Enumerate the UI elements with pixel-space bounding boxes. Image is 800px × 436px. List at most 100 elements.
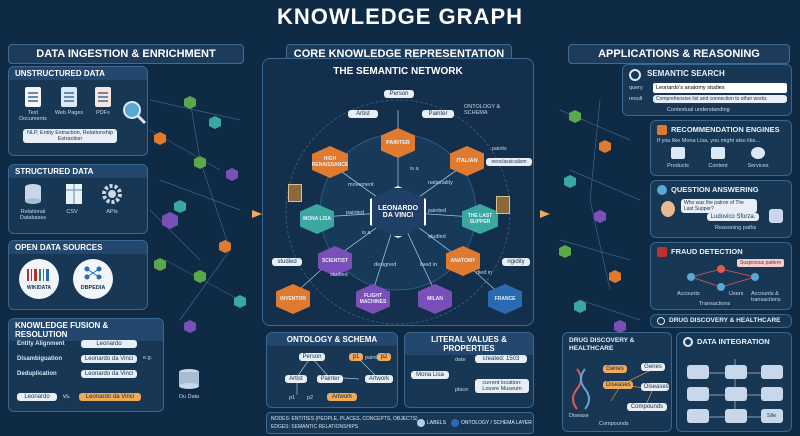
search-input[interactable] <box>653 83 787 93</box>
left-header: DATA INGESTION & ENRICHMENT <box>8 44 244 64</box>
eg-label: e.g. <box>143 355 153 361</box>
web-page-icon <box>61 87 77 107</box>
node-last-supper[interactable]: THE LAST SUPPER <box>462 204 498 234</box>
literal-date-value: created: 1503 <box>475 355 527 363</box>
semantic-search-title: SEMANTIC SEARCH <box>647 69 725 78</box>
schema-painter: Painter <box>422 110 454 118</box>
literal-date-label: date <box>455 357 466 363</box>
entity-alignment-value: Leonardo <box>81 340 137 348</box>
csv-icon <box>66 184 82 204</box>
ontology-person: Person <box>299 353 325 361</box>
literal-place-value: current location: Louvre Museum <box>475 379 529 393</box>
fusion-panel: KNOWLEDGE FUSION & RESOLUTION Entity Ali… <box>8 318 164 412</box>
last-supper-portrait-icon <box>496 196 510 214</box>
neoclassicism-pill: neoclassicalism <box>486 158 532 166</box>
semantic-search-panel: SEMANTIC SEARCH query result Comprehensi… <box>622 64 792 116</box>
dbpedia-logo: DBPEDIA <box>73 259 113 299</box>
structured-title: STRUCTURED DATA <box>9 165 147 178</box>
hub-node-leonardo[interactable]: LEONARDO DA VINCI <box>370 186 426 238</box>
edge-died-in: died in <box>476 270 493 276</box>
edge-movement: movement <box>348 182 374 188</box>
recommendation-title: RECOMMENDATION ENGINES <box>671 125 780 134</box>
ontology-panel: ONTOLOGY & SCHEMA Person Artist Painter … <box>266 332 398 408</box>
contextual-note: Contextual understanding <box>667 107 730 113</box>
right-header: APPLICATIONS & REASONING <box>568 44 790 64</box>
ontology-artwork: Artwork <box>365 375 393 383</box>
entity-alignment-label: Entity Alignment <box>17 341 65 347</box>
edge-lived-in: lived in <box>420 262 438 268</box>
text-documents-label: Text Documents <box>19 110 47 122</box>
fusion-title: KNOWLEDGE FUSION & RESOLUTION <box>9 319 163 341</box>
deduplication-label: Deduplication <box>17 371 57 377</box>
fraud-transactions: Transactions <box>699 301 731 307</box>
recommendation-panel: RECOMMENDATION ENGINES If you like Mona … <box>650 120 792 176</box>
ontology-painter: Painter <box>317 375 343 383</box>
schema-artist: Artist <box>348 110 378 118</box>
ontology-artwork-bottom: Artwork <box>327 393 357 401</box>
question-icon <box>657 185 667 195</box>
qa-panel: QUESTION ANSWERING Who was the patron of… <box>650 180 792 238</box>
edge-studied-right: studied <box>428 234 446 240</box>
edge-designed: designed <box>374 262 397 268</box>
content-icon <box>711 147 725 159</box>
rigidity-pill: rigidity <box>502 258 530 266</box>
recommendation-text: If you like Mona Lisa, you might also li… <box>657 138 761 144</box>
services-label: Services <box>747 163 769 169</box>
edge-is-a-top: is a <box>410 166 419 172</box>
ontology-schema-label: ONTOLOGY & SCHEMA <box>464 104 501 116</box>
legend-edges: EDGES: SEMANTIC RELATIONSHIPS <box>271 424 359 430</box>
studied-pill: studied <box>272 258 302 266</box>
magnifier-icon <box>123 101 147 125</box>
drug-compounds-right: Compounds <box>627 403 667 411</box>
fraud-accounts-transactions: Accounts & transactions <box>751 291 781 303</box>
ontology-p1-top: p1 <box>349 353 363 361</box>
integration-panel: DATA INTEGRATION Sile <box>676 332 792 432</box>
legend-bar: NODES: ENTITIES (PEOPLE, PLACES, CONCEPT… <box>266 412 534 434</box>
disambiguation-label: Disambiguation <box>17 356 63 362</box>
robot-icon <box>769 209 783 223</box>
fraud-accounts: Accounts <box>677 291 700 297</box>
recommendation-icon <box>657 125 667 135</box>
reasoning-paths: Reasoning paths <box>715 225 757 231</box>
products-label: Products <box>667 163 689 169</box>
alert-icon <box>657 247 667 257</box>
ontology-panel-title: ONTOLOGY & SCHEMA <box>267 333 397 346</box>
ontology-artist: Artist <box>285 375 307 383</box>
fraud-panel: FRAUD DETECTION Suspicious pattern Accou… <box>650 242 792 310</box>
open-data-panel: OPEN DATA SOURCES WIKIDATA DBPEDIA <box>8 240 148 310</box>
edge-nationality: nationality <box>428 180 453 186</box>
leonardo-da-vinci-chip: Leonardo da Vinci <box>79 393 141 401</box>
ontology-p1-bottom: p1 <box>289 395 296 401</box>
ontology-paints: paints <box>365 355 380 361</box>
gear-icon <box>102 184 122 204</box>
drug-genes-right: Genes <box>641 363 665 371</box>
search-result: Comprehensive list and connection to oth… <box>653 95 787 103</box>
search-icon <box>629 69 641 81</box>
suspicious-pattern-tag: Suspicious pattern <box>737 259 785 267</box>
vs-label: vs. <box>63 394 71 400</box>
literal-panel-title: LITERAL VALUES & PROPERTIES <box>405 333 533 355</box>
drug-disease-label: Disease <box>569 413 589 419</box>
drug-icon <box>657 317 665 325</box>
result-label: result <box>629 96 643 102</box>
edge-painted-right: painted <box>428 208 447 214</box>
semantic-network-title: THE SEMANTIC NETWORK <box>333 66 463 77</box>
drug-panel-title: DRUG DISCOVERY & HEALTHCARE <box>569 337 635 352</box>
wikidata-label: WIKIDATA <box>26 285 52 291</box>
pdf-icon <box>95 87 111 107</box>
legend-nodes: NODES: ENTITIES (PEOPLE, PLACES, CONCEPT… <box>271 416 418 422</box>
sile-db-label: Sile <box>767 413 777 419</box>
edge-is-a-left: is a <box>362 230 371 236</box>
person-avatar <box>661 201 675 217</box>
open-data-title: OPEN DATA SOURCES <box>9 241 147 254</box>
database-icon <box>25 184 41 204</box>
content-label: Content <box>708 163 728 169</box>
query-label: query <box>629 85 643 91</box>
ontology-p2-top: p2 <box>377 353 391 361</box>
edge-studied-left: studied <box>330 272 348 278</box>
literal-place-label: place <box>455 387 469 393</box>
deduplication-value: Leonardo da Vinci <box>81 370 137 378</box>
disambiguation-value: Leonardo da Vinci <box>81 355 137 363</box>
dbpedia-label: DBPEDIA <box>80 285 106 291</box>
